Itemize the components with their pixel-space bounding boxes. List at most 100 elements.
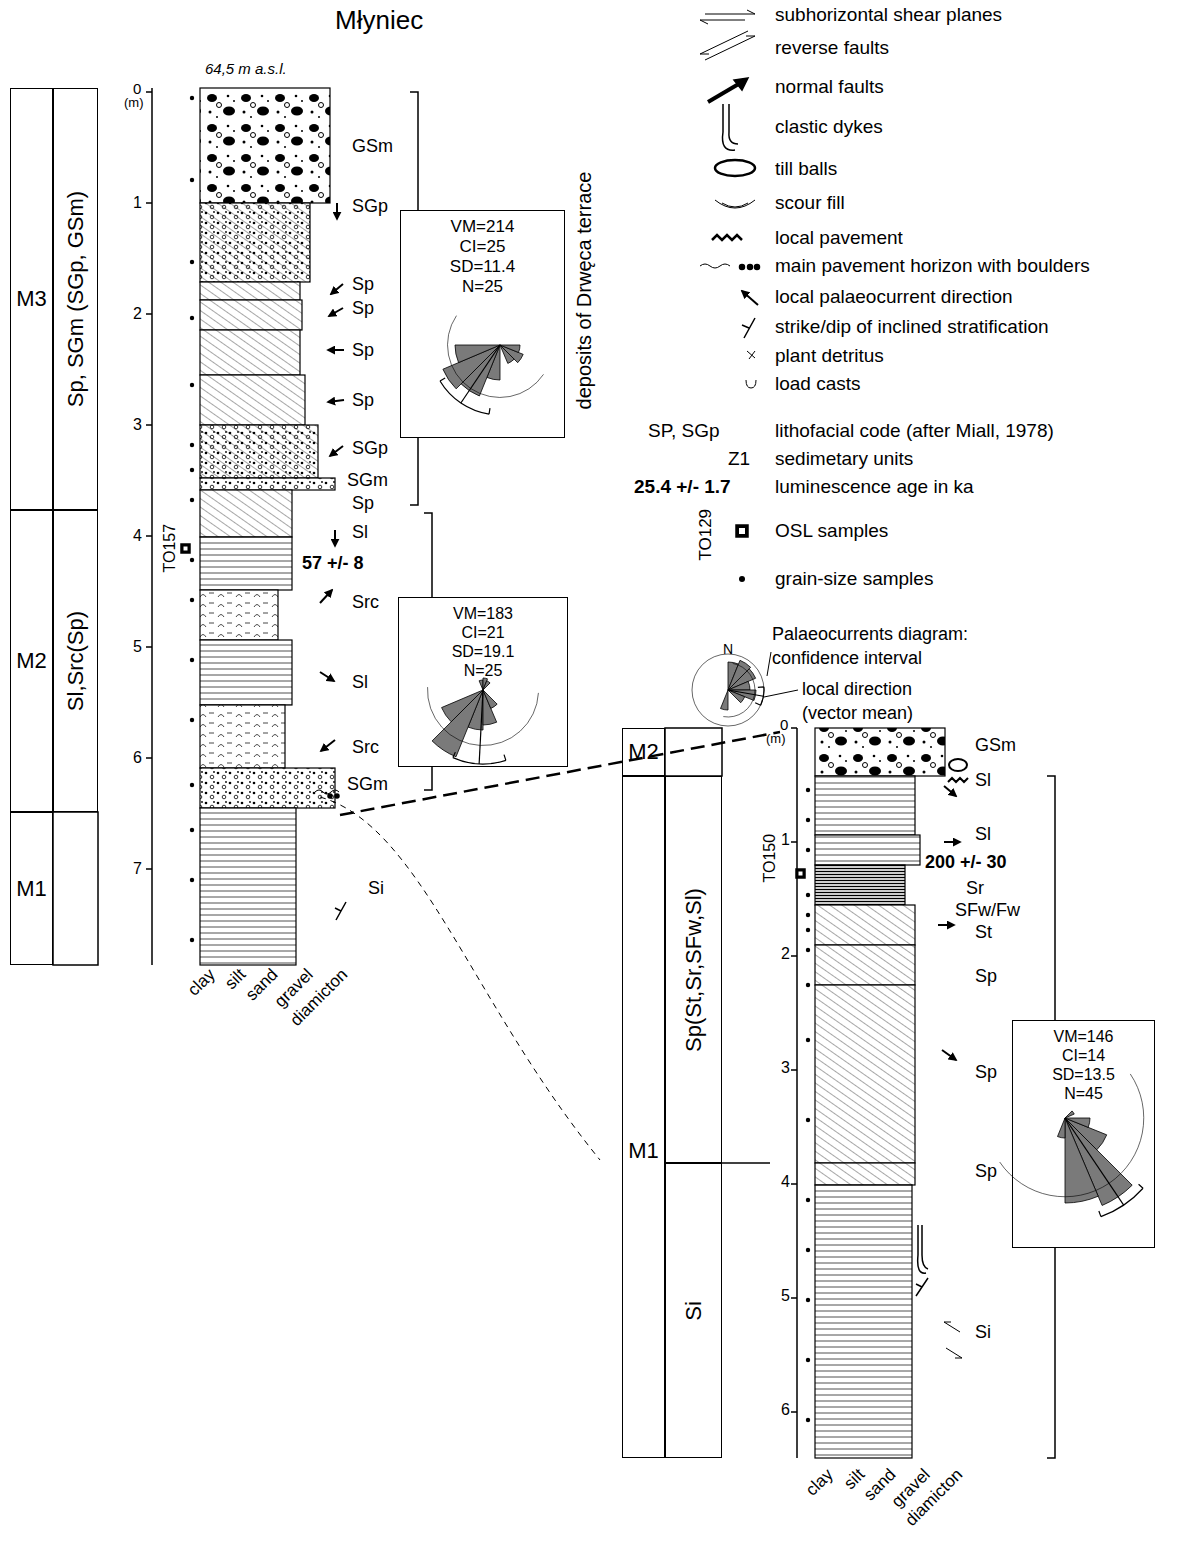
unit-label: Si	[681, 1301, 706, 1321]
statistic-text: N=45	[1064, 1084, 1103, 1103]
stroke	[200, 478, 335, 490]
annotation-label: 4	[133, 527, 142, 545]
stroke	[200, 425, 318, 478]
legend-text: OSL samples	[775, 520, 888, 542]
stroke	[190, 178, 194, 182]
annotation-label: Sl	[352, 672, 368, 693]
legend-text: load casts	[775, 373, 861, 395]
stroke	[334, 530, 336, 546]
stroke	[815, 865, 905, 905]
stroke	[1065, 1118, 1132, 1205]
annotation-label: 0	[780, 716, 788, 733]
legend-text: normal faults	[775, 76, 884, 98]
statistic-text: VM=214	[451, 217, 515, 237]
stroke	[815, 1185, 912, 1458]
legend-text: plant detritus	[775, 345, 884, 367]
stroke	[815, 905, 915, 945]
annotation-label: 6	[781, 1401, 790, 1419]
stroke	[806, 983, 810, 987]
annotation-label: 64,5 m a.s.l.	[205, 60, 287, 77]
stroke	[815, 835, 920, 865]
stroke	[321, 740, 335, 751]
unit-label: M1	[16, 876, 47, 901]
stroke	[461, 345, 500, 403]
stroke	[728, 690, 763, 696]
annotation-label: 57 +/- 8	[302, 553, 364, 574]
stroke	[200, 300, 302, 330]
legend-text: local pavement	[775, 227, 903, 249]
annotation-label: 5	[781, 1287, 790, 1305]
stroke	[200, 300, 302, 330]
unit-column-box: Sp(St,Sr,SFw,Sl)	[665, 776, 722, 1163]
stroke	[806, 1198, 810, 1202]
annotation-label: 1	[133, 194, 142, 212]
annotation-label: 2	[133, 305, 142, 323]
statistic-text: VM=146	[1053, 1027, 1113, 1046]
stroke	[427, 687, 538, 745]
unit-column-box: Si	[665, 1163, 722, 1458]
stroke	[190, 718, 194, 722]
stroke	[200, 768, 335, 808]
annotation-label: (m)	[766, 732, 786, 747]
stroke	[728, 681, 750, 690]
stroke	[190, 96, 194, 100]
stroke	[200, 282, 300, 300]
stroke	[479, 680, 483, 690]
stroke	[721, 690, 728, 710]
stroke	[200, 282, 300, 300]
stroke	[190, 468, 194, 472]
stroke	[453, 752, 506, 764]
statistic-text: SD=19.1	[452, 642, 515, 661]
stroke	[442, 690, 483, 722]
stroke	[190, 598, 194, 602]
annotation-label: SP, SGp	[648, 420, 719, 442]
stroke	[200, 300, 302, 330]
stroke	[190, 828, 194, 832]
stroke	[1065, 1111, 1074, 1118]
statistic-text: SD=11.4	[450, 257, 515, 277]
stroke	[200, 425, 318, 478]
unit-label: Sp(St,Sr,SFw,Sl)	[681, 888, 706, 1052]
unit-column-box: M1	[622, 776, 665, 1458]
annotation-label: clay	[184, 965, 219, 1000]
palaeocurrent-box: VM=146CI=14SD=13.5N=45	[1012, 1020, 1155, 1248]
annotation-label: Sp	[975, 1062, 997, 1083]
stroke	[815, 728, 945, 776]
stroke	[190, 443, 194, 447]
annotation-label: Sp	[975, 1161, 997, 1182]
annotation-label: Z1	[728, 448, 750, 470]
stroke	[806, 913, 810, 917]
stroke	[815, 905, 915, 945]
annotation-label: Sp	[352, 493, 374, 514]
annotation-label: SGm	[347, 774, 388, 795]
annotation-label: TO157	[161, 524, 179, 573]
annotation-label: Si	[975, 1322, 991, 1343]
annotation-label: SGp	[352, 438, 388, 459]
stroke	[806, 788, 810, 792]
unit-column-box: M1	[10, 812, 53, 965]
statistic-text: SD=13.5	[1052, 1065, 1115, 1084]
stroke	[455, 345, 500, 363]
stroke	[200, 375, 305, 425]
stroke	[806, 1418, 810, 1422]
stroke	[190, 938, 194, 942]
stroke	[815, 1185, 912, 1458]
stroke	[200, 330, 300, 375]
stroke	[200, 88, 330, 203]
stroke	[815, 835, 920, 865]
stroke	[815, 835, 920, 865]
legend-text: subhorizontal shear planes	[775, 4, 1002, 26]
unit-label: M1	[623, 1138, 664, 1163]
stroke	[190, 878, 194, 882]
stroke	[200, 590, 278, 640]
annotation-label: N	[723, 641, 733, 657]
stroke	[806, 1248, 810, 1252]
unit-column-box: Sl,Src(Sp)	[53, 510, 98, 812]
legend-text: grain-size samples	[775, 568, 933, 590]
stroke	[815, 865, 905, 905]
stroke	[815, 728, 945, 776]
annotation-label: Sp	[975, 966, 997, 987]
stroke	[330, 446, 343, 456]
annotation-label: Si	[368, 878, 384, 899]
stroke	[336, 203, 338, 219]
